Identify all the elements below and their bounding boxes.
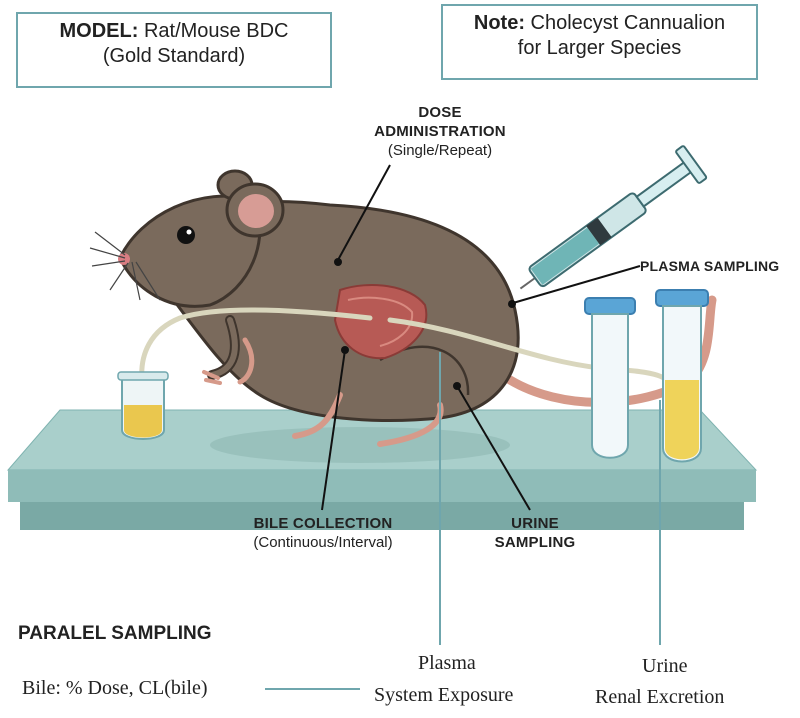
note-box: Note: Cholecyst Cannualion for Larger Sp… (441, 4, 758, 80)
urine-sampling-label: URINE SAMPLING (494, 515, 576, 551)
bile-collection-label: BILE COLLECTION (Continuous/Interval) (253, 515, 393, 551)
model-label: MODEL: (59, 20, 139, 42)
model-box: MODEL: Rat/Mouse BDC (Gold Standard) (16, 12, 332, 88)
plasma-sampling-label: PLASMA SAMPLING (640, 258, 780, 274)
note-text: Cholecyst Cannualion (530, 12, 726, 34)
parallel-sampling-title: PARALEL SAMPLING (18, 623, 212, 644)
bile-cannula-tube (139, 307, 373, 383)
lab-table (6, 409, 758, 530)
plasma-readout-2: System Exposure (374, 684, 514, 706)
urine-readout-1: Urine (642, 655, 688, 677)
note-sub: for Larger Species (517, 37, 682, 59)
syringe-icon (519, 145, 708, 290)
urine-tube-vessel (655, 289, 709, 463)
model-sub: (Gold Standard) (102, 45, 246, 67)
model-name: Rat/Mouse BDC (143, 20, 289, 42)
dose-administration-label: DOSE ADMINISTRATION (Single/Repeat) (374, 104, 506, 159)
note-label: Note: (473, 12, 525, 34)
urine-readout-2: Renal Excretion (595, 686, 725, 708)
urine-tube (387, 317, 679, 398)
plasma-tube (584, 297, 636, 459)
plasma-readout-1: Plasma (418, 652, 476, 674)
bile-readout: Bile: % Dose, CL(bile) (22, 677, 208, 699)
surgical-site (333, 284, 428, 360)
bile-vial (117, 371, 169, 440)
